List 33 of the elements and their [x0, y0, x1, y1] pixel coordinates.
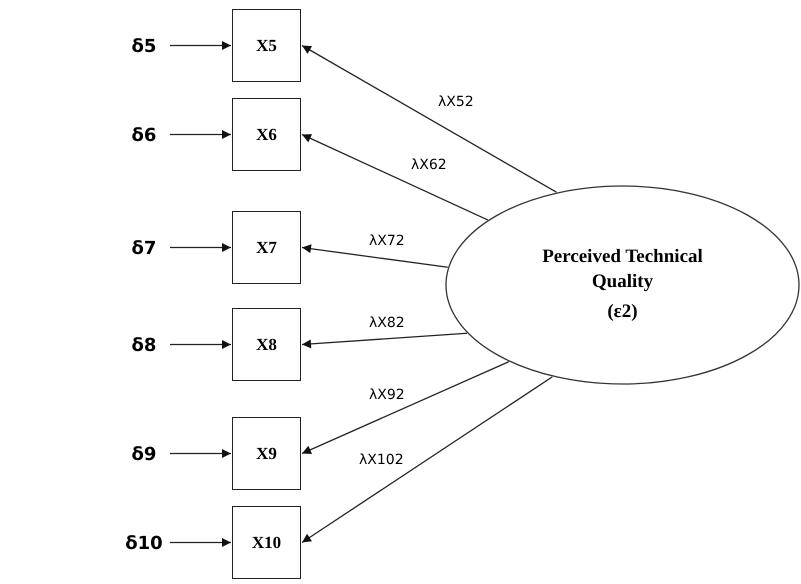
indicator-name: X5	[256, 36, 277, 56]
error-term: δ7	[132, 238, 156, 258]
arrow	[302, 44, 557, 193]
indicator-box	[232, 417, 301, 490]
indicator-name: X8	[256, 334, 277, 354]
construct-symbol: (ε2)	[607, 300, 638, 324]
arrow	[170, 41, 231, 50]
indicator-box	[232, 506, 301, 579]
arrow	[302, 244, 448, 268]
indicator-box	[232, 211, 301, 284]
error-term: δ5	[132, 36, 156, 56]
arrow	[302, 376, 553, 544]
error-term: δ6	[132, 124, 156, 146]
arrow	[170, 243, 231, 252]
error-term: δ9	[132, 444, 156, 464]
indicator-box	[232, 308, 301, 381]
arrow	[302, 134, 488, 221]
indicator-name: X10	[252, 532, 282, 552]
arrow	[302, 361, 509, 454]
arrow	[170, 130, 231, 139]
indicator-box	[232, 98, 301, 171]
indicator-box	[232, 9, 301, 82]
arrow	[170, 449, 231, 458]
indicator-name: X6	[256, 124, 277, 144]
indicator-name: X7	[256, 238, 277, 258]
arrow	[302, 332, 468, 348]
latent-variable-ellipse	[445, 185, 800, 385]
construct-name: Perceived Technical Quality	[541, 244, 704, 294]
arrow	[170, 340, 231, 349]
error-term: δ10	[125, 532, 163, 554]
error-term: δ8	[132, 334, 156, 356]
arrow	[170, 538, 231, 547]
indicator-name: X9	[256, 444, 277, 464]
